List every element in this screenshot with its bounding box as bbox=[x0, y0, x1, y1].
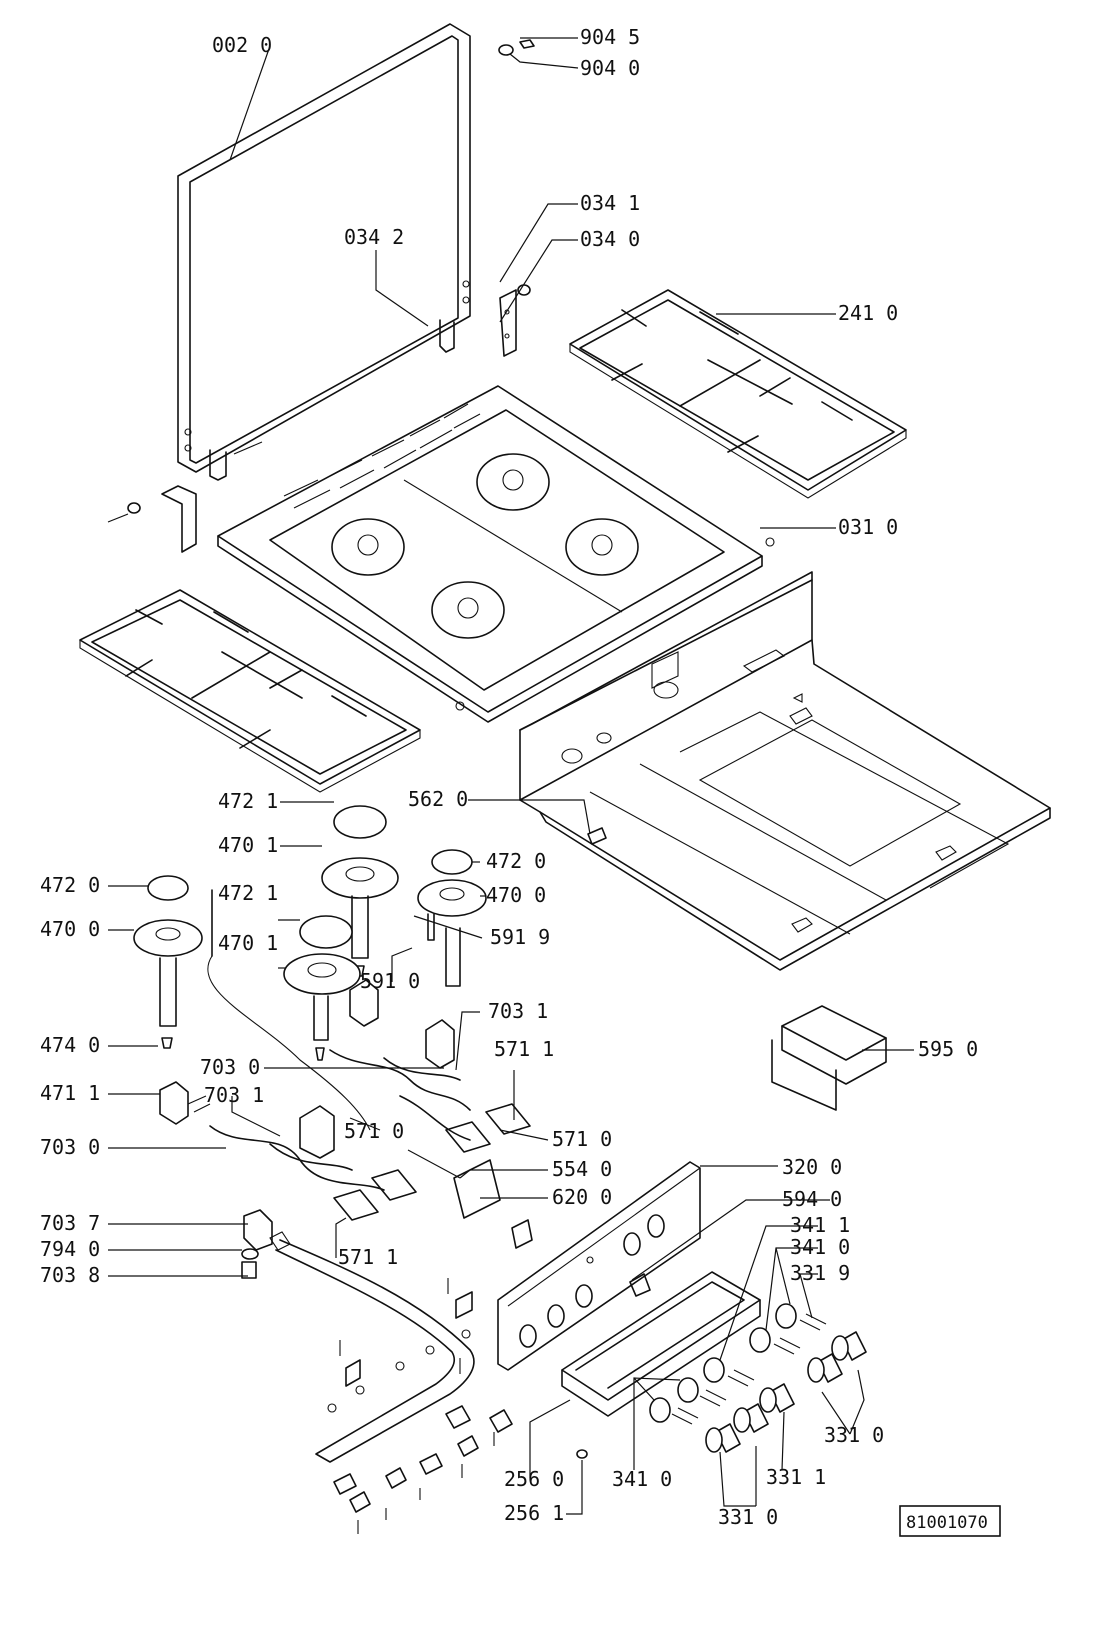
label-703-7: 703 7 bbox=[40, 1211, 100, 1235]
label-472-0-a: 472 0 bbox=[486, 849, 546, 873]
label-331-9: 331 9 bbox=[790, 1261, 850, 1285]
hinge-right bbox=[499, 284, 531, 357]
label-472-1-a: 472 1 bbox=[218, 789, 278, 813]
gas-manifold bbox=[269, 1231, 475, 1463]
label-470-1-a: 470 1 bbox=[218, 833, 278, 857]
label-472-1-b: 472 1 bbox=[218, 881, 278, 905]
label-703-8: 703 8 bbox=[40, 1263, 100, 1287]
spark-generator bbox=[407, 1149, 533, 1249]
label-703-0-b: 703 0 bbox=[40, 1135, 100, 1159]
label-341-1: 341 1 bbox=[790, 1213, 850, 1237]
burner-medium-left bbox=[133, 875, 203, 1049]
label-571-0-a: 571 0 bbox=[344, 1119, 404, 1143]
manifold-clips bbox=[327, 1278, 513, 1534]
part-labels: 002 0 904 5 904 0 034 1 034 2 034 0 241 … bbox=[40, 25, 978, 1529]
label-470-1-b: 470 1 bbox=[218, 931, 278, 955]
document-number: 81001070 bbox=[906, 1513, 988, 1533]
label-474-0: 474 0 bbox=[40, 1033, 100, 1057]
label-341-0-b: 341 0 bbox=[612, 1467, 672, 1491]
fascia-trim bbox=[561, 1271, 761, 1417]
thermocouple bbox=[207, 889, 435, 1131]
label-470-0-a: 470 0 bbox=[486, 883, 546, 907]
label-703-1-a: 703 1 bbox=[488, 999, 548, 1023]
hob-top-panel bbox=[217, 385, 775, 723]
chassis-frame bbox=[519, 571, 1051, 971]
label-034-2: 034 2 bbox=[344, 225, 404, 249]
label-331-1: 331 1 bbox=[766, 1465, 826, 1489]
gas-valves-and-tubes bbox=[159, 979, 531, 1221]
label-002-0: 002 0 bbox=[212, 33, 272, 57]
document-number-box: 81001070 bbox=[899, 1505, 1001, 1537]
timer-595-0 bbox=[771, 1005, 887, 1111]
label-331-0-a: 331 0 bbox=[824, 1423, 884, 1447]
label-562-0: 562 0 bbox=[408, 787, 468, 811]
pan-support-right bbox=[569, 289, 907, 499]
label-341-0-a: 341 0 bbox=[790, 1235, 850, 1259]
label-703-0-a: 703 0 bbox=[200, 1055, 260, 1079]
label-471-1: 471 1 bbox=[40, 1081, 100, 1105]
screw-and-washer-top bbox=[498, 39, 535, 56]
label-256-0: 256 0 bbox=[504, 1467, 564, 1491]
label-904-0: 904 0 bbox=[580, 56, 640, 80]
label-571-0-b: 571 0 bbox=[552, 1127, 612, 1151]
label-594-0: 594 0 bbox=[782, 1187, 842, 1211]
label-256-1: 256 1 bbox=[504, 1501, 564, 1525]
label-620-0: 620 0 bbox=[552, 1185, 612, 1209]
label-591-0: 591 0 bbox=[360, 969, 420, 993]
label-591-9: 591 9 bbox=[490, 925, 550, 949]
leader-lines bbox=[108, 37, 914, 1515]
glass-lid bbox=[177, 23, 471, 481]
label-794-0: 794 0 bbox=[40, 1237, 100, 1261]
burner-medium-right bbox=[417, 849, 487, 987]
label-034-1: 034 1 bbox=[580, 191, 640, 215]
control-panel-320-0 bbox=[497, 1161, 701, 1371]
label-595-0: 595 0 bbox=[918, 1037, 978, 1061]
hinge-left bbox=[107, 485, 197, 553]
label-904-5: 904 5 bbox=[580, 25, 640, 49]
part-562-0 bbox=[587, 827, 607, 845]
label-034-0: 034 0 bbox=[580, 227, 640, 251]
label-241-0: 241 0 bbox=[838, 301, 898, 325]
label-703-1-b: 703 1 bbox=[204, 1083, 264, 1107]
label-331-0-b: 331 0 bbox=[718, 1505, 778, 1529]
label-571-1-a: 571 1 bbox=[494, 1037, 554, 1061]
label-470-0-b: 470 0 bbox=[40, 917, 100, 941]
label-571-1-b: 571 1 bbox=[338, 1245, 398, 1269]
label-472-0-b: 472 0 bbox=[40, 873, 100, 897]
label-320-0: 320 0 bbox=[782, 1155, 842, 1179]
label-554-0: 554 0 bbox=[552, 1157, 612, 1181]
label-031-0: 031 0 bbox=[838, 515, 898, 539]
gas-inlet-elbow bbox=[241, 1209, 273, 1279]
burner-large-1 bbox=[321, 805, 399, 977]
burner-large-2 bbox=[283, 915, 361, 1061]
control-knobs bbox=[576, 1273, 867, 1459]
pan-support-left bbox=[79, 589, 421, 793]
